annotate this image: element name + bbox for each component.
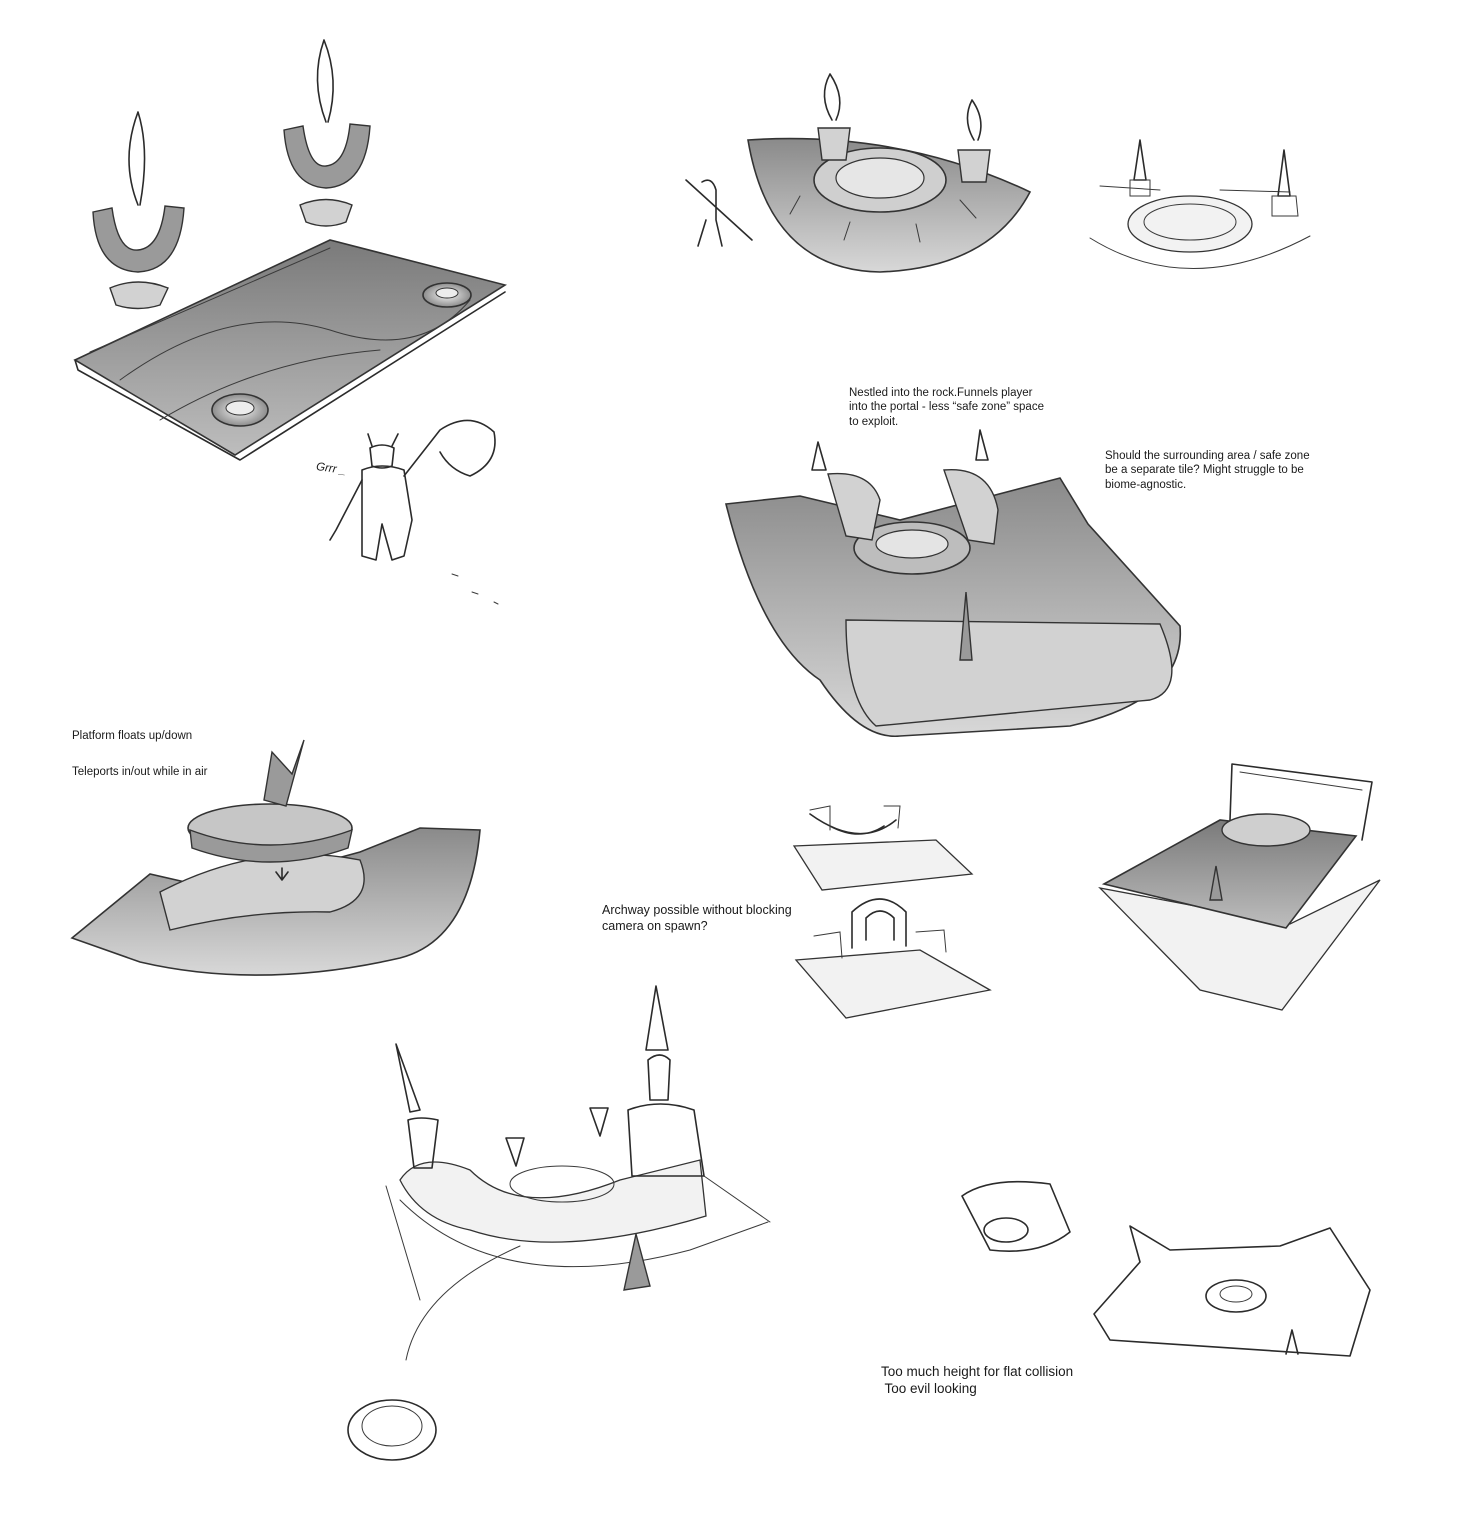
note-teleports: Teleports in/out while in air	[72, 766, 208, 778]
sketch-bowl-thumbnails	[961, 1180, 1371, 1357]
sketch-horned-character	[329, 419, 499, 605]
sketch-nestled-rock-portal	[725, 429, 1182, 737]
note-platform-floats: Platform floats up/down	[72, 730, 193, 742]
sketch-spire-shrine	[347, 985, 771, 1461]
note-separate-tile: Should the surrounding area / safe zone …	[1105, 450, 1310, 491]
note-too-much-height: Too much height for flat collision	[881, 1364, 1074, 1379]
note-too-evil: Too evil looking	[881, 1381, 977, 1396]
sketch-framed-platform	[1098, 763, 1381, 1011]
note-archway: Archway possible without blocking camera…	[602, 903, 792, 933]
sketch-slab-with-braziers	[73, 39, 507, 461]
sketch-half-disc-portal	[685, 73, 1032, 273]
sketch-line-ring-portal	[1089, 139, 1311, 269]
sketch-floating-platform	[70, 739, 481, 976]
note-nestled-rock: Nestled into the rock.Funnels player int…	[849, 387, 1044, 428]
sketch-archway-thumbnails	[792, 805, 992, 1019]
